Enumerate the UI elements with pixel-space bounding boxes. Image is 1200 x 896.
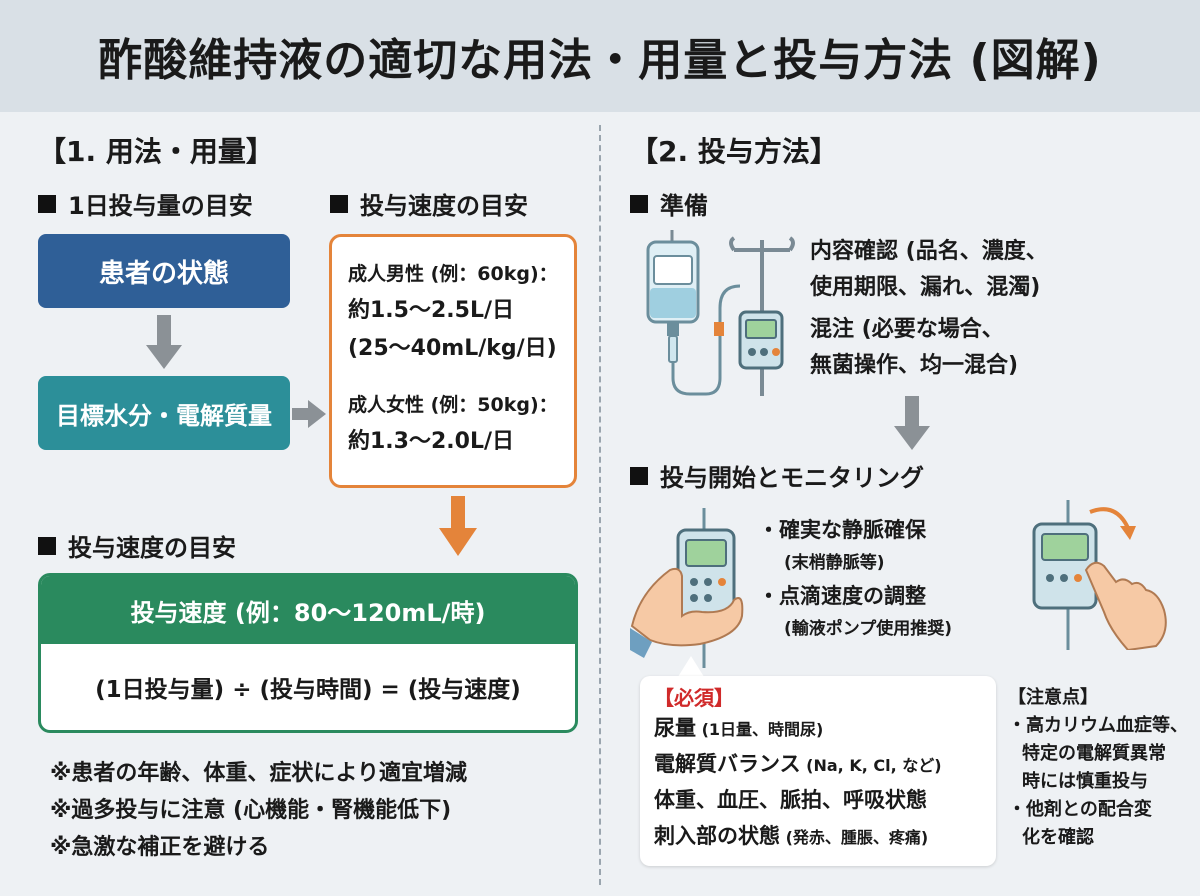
required-item-main: 尿量 — [654, 716, 696, 740]
note-item: ※患者の年齢、体重、症状により適宜増減 — [50, 761, 467, 786]
caution-list: 【注意点】 ・高カリウム血症等、 特定の電解質異常 時には慎重投与 ・他剤との配… — [1008, 684, 1188, 852]
hand-holding-pump-icon — [630, 508, 744, 668]
required-item-main: 体重、血圧、脈拍、呼吸状態 — [654, 788, 927, 812]
patient-state-box: 患者の状態 — [38, 234, 290, 308]
prep-line: 内容確認 (品名、濃度、 — [810, 239, 1048, 264]
male-per-kg: (25～40mL/kg/日) — [348, 336, 557, 361]
square-bullet-icon — [38, 194, 56, 213]
caution-line: ・高カリウム血症等、 — [1008, 715, 1188, 736]
monitor-heading: 投与開始とモニタリング — [630, 458, 924, 493]
monitor-item: ・確実な静脈確保 — [758, 518, 926, 542]
prep-line: 混注 (必要な場合、 — [810, 317, 1004, 342]
prep-line: 使用期限、漏れ、混濁) — [810, 275, 1041, 300]
female-label: 成人女性 (例：50kg)： — [348, 394, 558, 416]
male-label: 成人男性 (例：60kg)： — [348, 263, 558, 285]
callout-pointer — [676, 656, 706, 680]
square-bullet-icon — [630, 194, 648, 213]
column-divider — [599, 125, 601, 885]
note-item: ※過多投与に注意 (心機能・腎機能低下) — [50, 798, 452, 823]
notes-list: ※患者の年齢、体重、症状により適宜増減 ※過多投与に注意 (心機能・腎機能低下)… — [50, 755, 467, 866]
caution-line: 時には慎重投与 — [1022, 771, 1148, 792]
note-item: ※急激な補正を避ける — [50, 835, 270, 860]
page-title: 酢酸維持液の適切な用法・用量と投与方法 (図解) — [98, 35, 1102, 86]
monitor-item-sub: (輸液ポンプ使用推奨) — [784, 619, 953, 639]
monitor-heading-text: 投与開始とモニタリング — [660, 464, 924, 492]
infusion-pump-icon — [738, 310, 784, 370]
required-item-main: 電解質バランス — [654, 752, 801, 776]
down-arrow-icon — [894, 396, 930, 450]
required-item-sub: (Na, K, Cl, など) — [800, 756, 942, 775]
square-bullet-icon — [38, 536, 56, 555]
right-arrow-icon — [292, 400, 326, 428]
title-bar: 酢酸維持液の適切な用法・用量と投与方法 (図解) — [0, 0, 1200, 112]
orange-down-arrow-icon — [439, 496, 477, 556]
iv-set-illustration — [646, 230, 795, 396]
speed-heading-top: 投与速度の目安 — [330, 186, 528, 221]
square-bullet-icon — [630, 466, 648, 485]
female-value: 約1.3～2.0L/日 — [348, 429, 514, 454]
caution-line: ・他剤との配合変 — [1008, 799, 1152, 820]
infusion-rate-formula: (1日投与量) ÷ (投与時間) = (投与速度) — [95, 677, 521, 703]
caution-title: 【注意点】 — [1008, 687, 1098, 708]
speed-heading-bottom: 投与速度の目安 — [38, 528, 236, 563]
required-item: 刺入部の状態 (発赤、腫脹、疼痛) — [654, 819, 982, 855]
monitor-item: ・点滴速度の調整 — [758, 584, 926, 608]
speed-heading-top-text: 投与速度の目安 — [360, 192, 528, 220]
male-value: 約1.5～2.5L/日 — [348, 298, 514, 323]
daily-amount-reference-box: 成人男性 (例：60kg)： 約1.5～2.5L/日 (25～40mL/kg/日… — [329, 234, 577, 488]
monitor-item-sub: (末梢静脈等) — [784, 553, 885, 573]
prep-line: 無菌操作、均一混合) — [810, 353, 1019, 378]
required-item: 電解質バランス (Na, K, Cl, など) — [654, 747, 982, 783]
required-item-main: 刺入部の状態 — [654, 824, 780, 848]
speed-heading-bottom-text: 投与速度の目安 — [68, 534, 236, 562]
required-item-sub: (1日量、時間尿) — [696, 720, 824, 739]
right-section-title: 【2. 投与方法】 — [630, 135, 838, 168]
prep-heading: 準備 — [630, 186, 708, 221]
required-item: 体重、血圧、脈拍、呼吸状態 — [654, 783, 982, 819]
daily-dose-heading-text: 1日投与量の目安 — [68, 192, 253, 220]
monitor-list: ・確実な静脈確保 (末梢静脈等) ・点滴速度の調整 (輸液ポンプ使用推奨) — [758, 514, 952, 646]
caution-line: 特定の電解質異常 — [1022, 743, 1166, 764]
infusion-rate-box: 投与速度 (例：80～120mL/時) (1日投与量) ÷ (投与時間) = (… — [38, 573, 578, 733]
monitor-item-main: 点滴速度の調整 — [779, 584, 926, 608]
down-arrow-icon — [146, 315, 182, 369]
required-title: 【必須】 — [654, 686, 734, 710]
monitor-item-main: 確実な静脈確保 — [779, 518, 926, 542]
required-item-sub: (発赤、腫脹、疼痛) — [780, 828, 929, 847]
left-section-title: 【1. 用法・用量】 — [38, 135, 274, 168]
caution-line: 化を確認 — [1022, 827, 1094, 848]
square-bullet-icon — [330, 194, 348, 213]
iv-bag-icon — [646, 230, 700, 363]
infusion-rate-header: 投与速度 (例：80～120mL/時) — [41, 576, 575, 644]
target-fluid-box: 目標水分・電解質量 — [38, 376, 290, 450]
prep-heading-text: 準備 — [660, 192, 708, 220]
hand-adjusting-pump-icon — [1032, 500, 1167, 650]
prep-text: 内容確認 (品名、濃度、 使用期限、漏れ、混濁) 混注 (必要な場合、 無菌操作… — [810, 234, 1048, 384]
daily-dose-heading: 1日投与量の目安 — [38, 186, 253, 221]
required-monitoring-box: 【必須】 尿量 (1日量、時間尿) 電解質バランス (Na, K, Cl, など… — [640, 676, 996, 866]
required-item: 尿量 (1日量、時間尿) — [654, 711, 982, 747]
